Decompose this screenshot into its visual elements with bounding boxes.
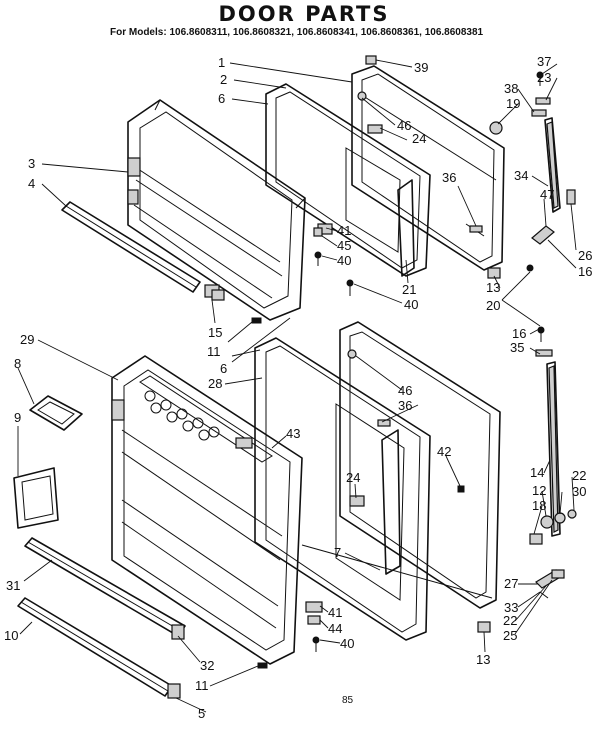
callout-40: 40 [340, 636, 354, 651]
callout-41: 41 [337, 223, 351, 238]
callout-28: 28 [208, 376, 222, 391]
callout-14: 14 [530, 465, 544, 480]
callout-46: 46 [398, 383, 412, 398]
callout-labels: 1 2 6 3 4 15 11 6 29 8 9 31 10 32 11 5 2… [4, 54, 592, 721]
callout-42: 42 [437, 444, 451, 459]
callout-16: 16 [512, 326, 526, 341]
callout-34: 34 [514, 168, 528, 183]
callout-36: 36 [398, 398, 412, 413]
callout-7: 7 [334, 545, 341, 560]
callout-2: 2 [220, 72, 227, 87]
upper-door-handle [544, 117, 561, 213]
callout-39: 39 [414, 60, 428, 75]
upper-door-panel [351, 65, 505, 271]
lower-door-bins [13, 395, 83, 529]
footer-mark: 85 [342, 695, 354, 706]
callout-22: 22 [503, 613, 517, 628]
callout-41: 41 [328, 605, 342, 620]
callout-13: 13 [486, 280, 500, 295]
callout-23: 23 [537, 70, 551, 85]
callout-33: 33 [504, 600, 518, 615]
callout-26: 26 [578, 248, 592, 263]
diagram-title: DOOR PARTS [218, 2, 390, 26]
upper-door-shelf-rail [61, 201, 201, 293]
callout-13: 13 [476, 652, 490, 667]
callout-40: 40 [404, 297, 418, 312]
callout-22: 22 [572, 468, 586, 483]
lower-door-panel [301, 321, 501, 609]
callout-25: 25 [503, 628, 517, 643]
callout-31: 31 [6, 578, 20, 593]
lower-door-shelf-rails [17, 537, 186, 699]
lower-door-handle [546, 361, 561, 537]
callout-10: 10 [4, 628, 18, 643]
callout-5: 5 [198, 706, 205, 721]
callout-30: 30 [572, 484, 586, 499]
callout-8: 8 [14, 356, 21, 371]
callout-12: 12 [532, 483, 546, 498]
upper-door-gasket [265, 83, 431, 277]
callout-1: 1 [218, 55, 225, 70]
callout-20: 20 [486, 298, 500, 313]
callout-4: 4 [28, 176, 35, 191]
lower-hardware [211, 289, 577, 669]
upper-hardware [204, 55, 576, 324]
callout-45: 45 [337, 238, 351, 253]
callout-46: 46 [397, 118, 411, 133]
callout-40: 40 [337, 253, 351, 268]
callout-32: 32 [200, 658, 214, 673]
callout-3: 3 [28, 156, 35, 171]
egg-tray [144, 390, 220, 441]
callout-24: 24 [346, 470, 360, 485]
callout-24: 24 [412, 131, 426, 146]
callout-27: 27 [504, 576, 518, 591]
lower-door-liner [111, 355, 303, 665]
callout-11: 11 [207, 344, 221, 359]
lower-door-gasket [254, 337, 431, 641]
callout-43: 43 [286, 426, 300, 441]
callout-16: 16 [578, 264, 592, 279]
callout-18: 18 [532, 498, 546, 513]
callout-29: 29 [20, 332, 34, 347]
leader-lines [17, 59, 577, 713]
callout-9: 9 [14, 410, 21, 425]
callout-6: 6 [220, 361, 227, 376]
callout-6: 6 [218, 91, 225, 106]
callout-11: 11 [195, 678, 209, 693]
callout-44: 44 [328, 621, 342, 636]
callout-19: 19 [506, 96, 520, 111]
callout-37: 37 [537, 54, 551, 69]
callout-35: 35 [510, 340, 524, 355]
callout-38: 38 [504, 81, 518, 96]
callout-47: 47 [540, 187, 554, 202]
callout-36: 36 [442, 170, 456, 185]
callout-15: 15 [208, 325, 222, 340]
callout-21: 21 [402, 282, 416, 297]
model-list: For Models: 106.8608311, 106.8608321, 10… [110, 27, 484, 38]
